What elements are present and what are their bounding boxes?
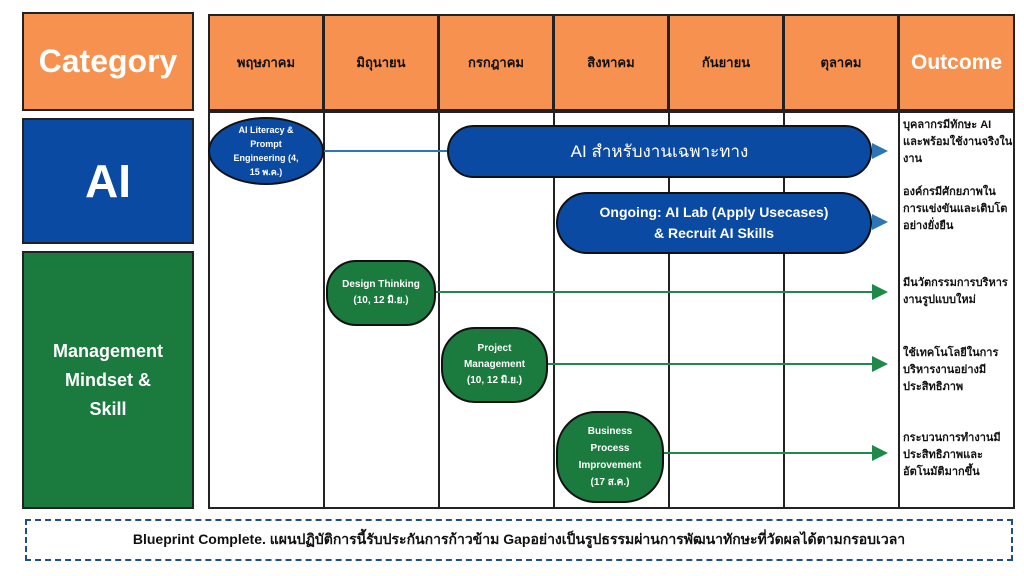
activity-project-management: Project Management (10, 12 มิ.ย.)	[441, 327, 548, 403]
outcome-item: ใช้เทคโนโลยีในการบริหารงานอย่างมีประสิทธ…	[903, 347, 999, 393]
column-divider	[323, 111, 325, 509]
activity-ai-literacy: AI Literacy & Prompt Engineering (4, 15 …	[208, 117, 324, 185]
category-ai: AI	[22, 118, 194, 244]
outcome-item: มีนวัตกรรมการบริหารงานรูปแบบใหม่	[903, 277, 1008, 306]
category-management: Management Mindset & Skill	[22, 251, 194, 509]
outcome-item: กระบวนการทำงานมีประสิทธิภาพและอัตโนมัติม…	[903, 432, 1001, 478]
activity-bpi: Business Process Improvement (17 ส.ค.)	[556, 411, 664, 503]
column-divider	[668, 111, 670, 509]
outcome-header: Outcome	[898, 14, 1015, 111]
category-header: Category	[22, 12, 194, 111]
activity-design-thinking: Design Thinking (10, 12 มิ.ย.)	[326, 260, 436, 326]
month-header: ตุลาคม	[783, 14, 899, 111]
column-divider	[553, 111, 555, 509]
outcome-item: บุคลากรมีทักษะ AI และพร้อมใช้งานจริงในงา…	[903, 119, 1013, 165]
activity-ai-specific: AI สำหรับงานเฉพาะทาง	[447, 125, 872, 178]
activity-ai-lab: Ongoing: AI Lab (Apply Usecases) & Recru…	[556, 192, 872, 254]
column-divider	[783, 111, 785, 509]
outcome-item: องค์กรมีศักยภาพในการแข่งขันและเติบโตอย่า…	[903, 186, 1008, 232]
footer-summary: Blueprint Complete. แผนปฏิบัติการนี้รับป…	[25, 519, 1013, 561]
column-divider	[438, 111, 440, 509]
timeline-grid	[208, 111, 1015, 509]
month-header: กันยายน	[668, 14, 784, 111]
column-divider	[898, 111, 900, 509]
